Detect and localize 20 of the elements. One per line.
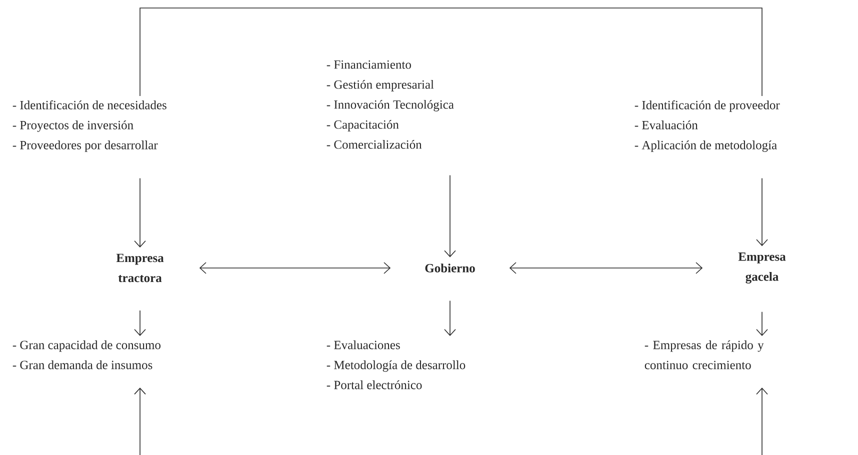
arrow bbox=[444, 174, 456, 258]
bullet-list: - Financiamiento - Gestión empresarial - Innovación Tecnológica - Capacitación - Comercialización bbox=[326, 60, 454, 149]
arrow bbox=[134, 310, 146, 336]
arrow bbox=[444, 300, 456, 336]
bullet-list: - Empresas de rápido y continuo crecimiento bbox=[644, 340, 764, 370]
bullet-list: - Evaluaciones - Metodología de desarrollo - Portal electrónico bbox=[326, 340, 466, 390]
arrow bbox=[134, 388, 146, 455]
entity-label: Empresa gacela bbox=[738, 252, 786, 284]
arrow bbox=[756, 311, 768, 336]
double-arrow bbox=[509, 262, 703, 274]
arrow bbox=[756, 178, 768, 246]
bullet-list: - Identificación de necesidades - Proyectos de inversión - Proveedores por desarrollar bbox=[12, 100, 166, 152]
entity-label: Gobierno bbox=[425, 264, 475, 272]
arrow bbox=[756, 388, 768, 455]
bracket-connector bbox=[140, 8, 762, 96]
bullet-list: - Identificación de proveedor - Evaluación - Aplicación de metodología bbox=[634, 100, 780, 152]
entity-label: Empresa tractora bbox=[116, 254, 164, 282]
arrow bbox=[134, 178, 146, 248]
bullet-list: - Gran capacidad de consumo - Gran demanda de insumos bbox=[12, 340, 160, 370]
double-arrow bbox=[199, 262, 391, 274]
